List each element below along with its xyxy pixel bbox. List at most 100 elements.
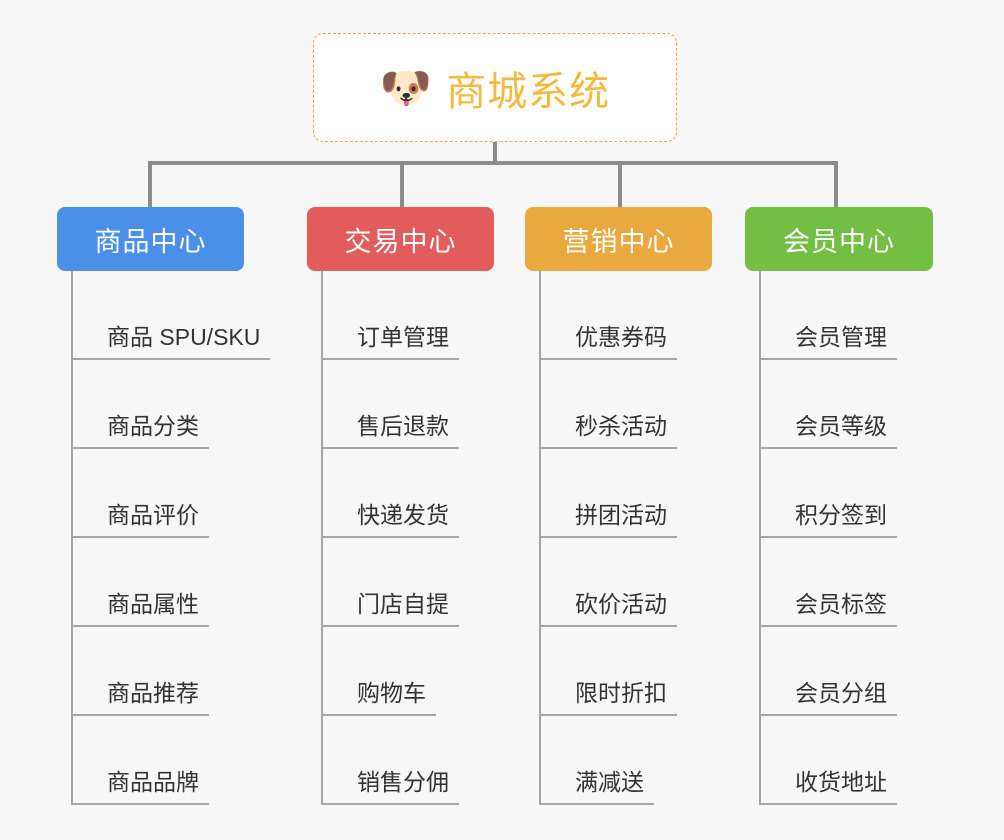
list-item[interactable]: 商品推荐	[71, 627, 297, 716]
leaf-list-trade: 订单管理 售后退款 快递发货 门店自提 购物车 销售分佣	[321, 271, 517, 805]
connector-drop-3	[618, 161, 622, 207]
leaf-list-member: 会员管理 会员等级 积分签到 会员标签 会员分组 收货地址	[759, 271, 935, 805]
list-item[interactable]: 满减送	[539, 716, 725, 805]
shiba-dog-icon: 🐶	[379, 63, 433, 111]
leaf-label: 满减送	[575, 769, 644, 795]
branch-column-product: 商品中心 商品 SPU/SKU 商品分类 商品评价 商品属性 商品推荐	[57, 207, 297, 805]
category-box-product[interactable]: 商品中心	[57, 207, 244, 271]
leaf-spine	[759, 271, 761, 805]
connector-drop-1	[148, 161, 152, 207]
branch-column-member: 会员中心 会员管理 会员等级 积分签到 会员标签 会员分组	[745, 207, 935, 805]
leaf-label: 会员等级	[795, 413, 887, 439]
leaf-underline	[539, 358, 677, 360]
leaf-label: 优惠券码	[575, 324, 667, 350]
leaf-underline	[321, 536, 459, 538]
leaf-underline	[71, 358, 270, 360]
leaf-label: 售后退款	[357, 413, 449, 439]
leaf-underline	[71, 625, 209, 627]
leaf-underline	[321, 803, 459, 805]
list-item[interactable]: 会员等级	[759, 360, 935, 449]
category-label: 营销中心	[562, 226, 675, 257]
leaf-underline	[759, 358, 897, 360]
leaf-spine	[71, 271, 73, 805]
list-item[interactable]: 销售分佣	[321, 716, 517, 805]
list-item[interactable]: 拼团活动	[539, 449, 725, 538]
leaf-underline	[321, 358, 459, 360]
root-node[interactable]: 🐶 商城系统	[313, 33, 677, 142]
list-item[interactable]: 购物车	[321, 627, 517, 716]
list-item[interactable]: 订单管理	[321, 271, 517, 360]
leaf-label: 商品 SPU/SKU	[107, 324, 261, 350]
leaf-underline	[71, 803, 209, 805]
list-item[interactable]: 商品分类	[71, 360, 297, 449]
leaf-list-marketing: 优惠券码 秒杀活动 拼团活动 砍价活动 限时折扣 满减送	[539, 271, 725, 805]
leaf-spine	[321, 271, 323, 805]
leaf-underline	[539, 625, 677, 627]
leaf-underline	[539, 447, 677, 449]
list-item[interactable]: 会员分组	[759, 627, 935, 716]
list-item[interactable]: 商品评价	[71, 449, 297, 538]
list-item[interactable]: 快递发货	[321, 449, 517, 538]
leaf-label: 会员管理	[795, 324, 887, 350]
branch-column-trade: 交易中心 订单管理 售后退款 快递发货 门店自提 购物车	[307, 207, 517, 805]
leaf-label: 拼团活动	[575, 502, 667, 528]
list-item[interactable]: 商品 SPU/SKU	[71, 271, 297, 360]
leaf-underline	[759, 625, 897, 627]
leaf-underline	[539, 714, 677, 716]
branch-column-marketing: 营销中心 优惠券码 秒杀活动 拼团活动 砍价活动 限时折扣	[525, 207, 725, 805]
leaf-underline	[759, 536, 897, 538]
list-item[interactable]: 收货地址	[759, 716, 935, 805]
leaf-spine	[539, 271, 541, 805]
leaf-underline	[321, 714, 436, 716]
list-item[interactable]: 门店自提	[321, 538, 517, 627]
leaf-label: 商品推荐	[107, 680, 199, 706]
connector-drop-2	[400, 161, 404, 207]
leaf-label: 会员分组	[795, 680, 887, 706]
list-item[interactable]: 秒杀活动	[539, 360, 725, 449]
connector-drop-4	[834, 161, 838, 207]
category-label: 交易中心	[344, 226, 457, 257]
leaf-label: 积分签到	[795, 502, 887, 528]
leaf-underline	[71, 536, 209, 538]
leaf-label: 商品评价	[107, 502, 199, 528]
leaf-underline	[539, 536, 677, 538]
leaf-underline	[539, 803, 654, 805]
leaf-underline	[759, 803, 897, 805]
category-label: 商品中心	[94, 226, 207, 257]
leaf-label: 商品属性	[107, 591, 199, 617]
leaf-underline	[759, 447, 897, 449]
root-title: 商城系统	[446, 69, 611, 114]
leaf-label: 商品分类	[107, 413, 199, 439]
list-item[interactable]: 商品属性	[71, 538, 297, 627]
list-item[interactable]: 售后退款	[321, 360, 517, 449]
leaf-label: 门店自提	[357, 591, 449, 617]
leaf-label: 会员标签	[795, 591, 887, 617]
leaf-underline	[71, 447, 209, 449]
leaf-label: 快递发货	[357, 502, 449, 528]
leaf-label: 砍价活动	[575, 591, 667, 617]
category-box-marketing[interactable]: 营销中心	[525, 207, 712, 271]
list-item[interactable]: 商品品牌	[71, 716, 297, 805]
leaf-label: 限时折扣	[575, 680, 667, 706]
leaf-underline	[759, 714, 897, 716]
category-label: 会员中心	[783, 226, 895, 257]
list-item[interactable]: 积分签到	[759, 449, 935, 538]
connector-root-stub	[493, 142, 497, 164]
leaf-label: 购物车	[357, 680, 426, 706]
leaf-underline	[321, 625, 459, 627]
list-item[interactable]: 会员管理	[759, 271, 935, 360]
leaf-label: 商品品牌	[107, 769, 199, 795]
list-item[interactable]: 砍价活动	[539, 538, 725, 627]
leaf-underline	[321, 447, 459, 449]
category-box-trade[interactable]: 交易中心	[307, 207, 494, 271]
list-item[interactable]: 优惠券码	[539, 271, 725, 360]
leaf-label: 销售分佣	[357, 769, 449, 795]
list-item[interactable]: 限时折扣	[539, 627, 725, 716]
leaf-label: 收货地址	[795, 769, 887, 795]
leaf-underline	[71, 714, 209, 716]
category-box-member[interactable]: 会员中心	[745, 207, 933, 271]
leaf-label: 订单管理	[357, 324, 449, 350]
list-item[interactable]: 会员标签	[759, 538, 935, 627]
leaf-list-product: 商品 SPU/SKU 商品分类 商品评价 商品属性 商品推荐 商品品牌	[71, 271, 297, 805]
